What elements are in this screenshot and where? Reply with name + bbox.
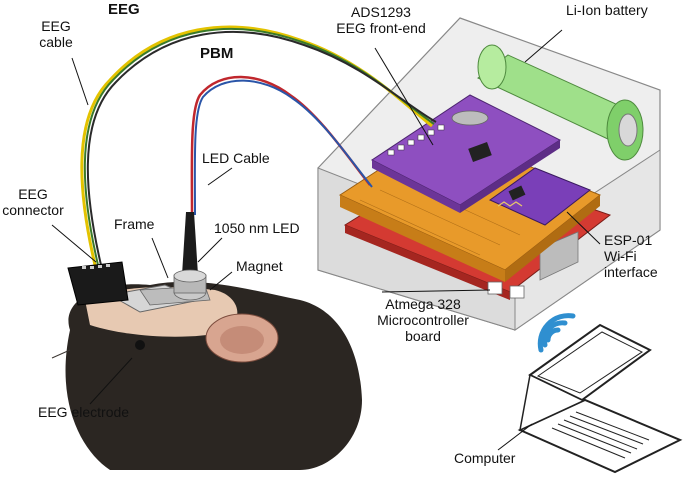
ads1293-label: ADS1293 EEG front-end <box>322 4 440 36</box>
esp01-label-line3: interface <box>604 264 658 280</box>
led-cable <box>190 75 373 216</box>
battery-label: Li-Ion battery <box>566 2 648 18</box>
led-cable-label: LED Cable <box>202 150 270 166</box>
eeg-connector-label-line1: EEG <box>18 186 48 202</box>
led-label: 1050 nm LED <box>214 220 300 236</box>
esp01-board <box>489 167 591 226</box>
eeg-connector-label: EEG connector <box>0 186 66 218</box>
eeg-cable-label: EEG cable <box>36 18 76 50</box>
laptop-icon <box>517 323 683 474</box>
atmega-label-line3: board <box>405 328 441 344</box>
atmega-label-line2: Microcontroller <box>377 312 469 328</box>
magnet-label: Magnet <box>236 258 283 274</box>
leader-lines <box>51 29 601 451</box>
eeg-connector <box>67 261 129 306</box>
frame-label: Frame <box>114 216 155 232</box>
led-assembly <box>173 212 207 301</box>
li-ion-battery <box>477 44 644 161</box>
mouse-body <box>51 281 362 470</box>
atmega-label: Atmega 328 Microcontroller board <box>368 296 478 344</box>
esp01-label: ESP-01 Wi-Fi interface <box>604 232 658 280</box>
esp01-label-line1: ESP-01 <box>604 232 653 248</box>
wifi-signal-icon <box>537 313 576 353</box>
esp01-label-line2: Wi-Fi <box>604 248 637 264</box>
eeg-cable <box>80 25 437 266</box>
eeg-cable-label-line1: EEG <box>41 18 71 34</box>
computer-label: Computer <box>454 450 516 466</box>
pbm-title-label: PBM <box>200 45 234 62</box>
ads1293-label-line2: EEG front-end <box>336 20 426 36</box>
eeg-connector-label-line2: connector <box>2 202 64 218</box>
eeg-title-label: EEG <box>108 1 140 18</box>
eeg-electrode-label: EEG electrode <box>38 404 130 420</box>
atmega-label-line1: Atmega 328 <box>385 296 461 312</box>
ads1293-pcb <box>371 94 562 213</box>
ads1293-label-line1: ADS1293 <box>351 4 411 20</box>
eeg-cable-label-line2: cable <box>39 34 73 50</box>
